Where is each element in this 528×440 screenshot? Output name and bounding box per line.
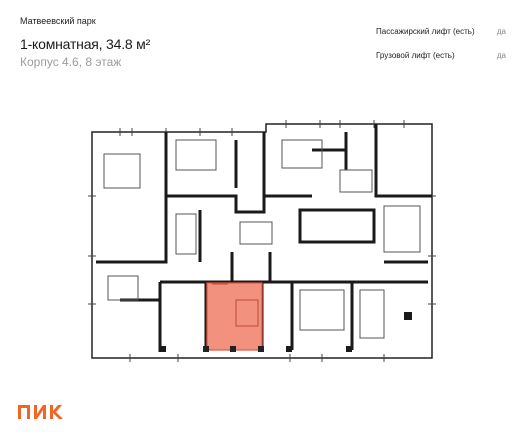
interior-walls xyxy=(96,124,432,352)
feature-passenger-lift: Пассажирский лифт (есть) да xyxy=(376,27,506,36)
feature-freight-lift: Грузовой лифт (есть) да xyxy=(376,51,506,60)
pik-logo xyxy=(18,405,63,419)
room-partitions xyxy=(103,139,421,339)
building-floor-subtitle: Корпус 4.6, 8 этаж xyxy=(20,55,122,69)
feature-value: да xyxy=(496,51,506,60)
complex-name: Матвеевский парк xyxy=(20,16,96,26)
page-title: 1-комнатная, 34.8 м² xyxy=(20,36,151,52)
feature-value: да xyxy=(496,27,506,36)
feature-label: Грузовой лифт (есть) xyxy=(376,51,455,60)
floor-outline xyxy=(91,123,433,359)
feature-label: Пассажирский лифт (есть) xyxy=(376,27,475,36)
columns xyxy=(160,312,412,352)
apartment-highlight[interactable] xyxy=(206,282,263,351)
selected-apartment[interactable] xyxy=(203,282,264,352)
